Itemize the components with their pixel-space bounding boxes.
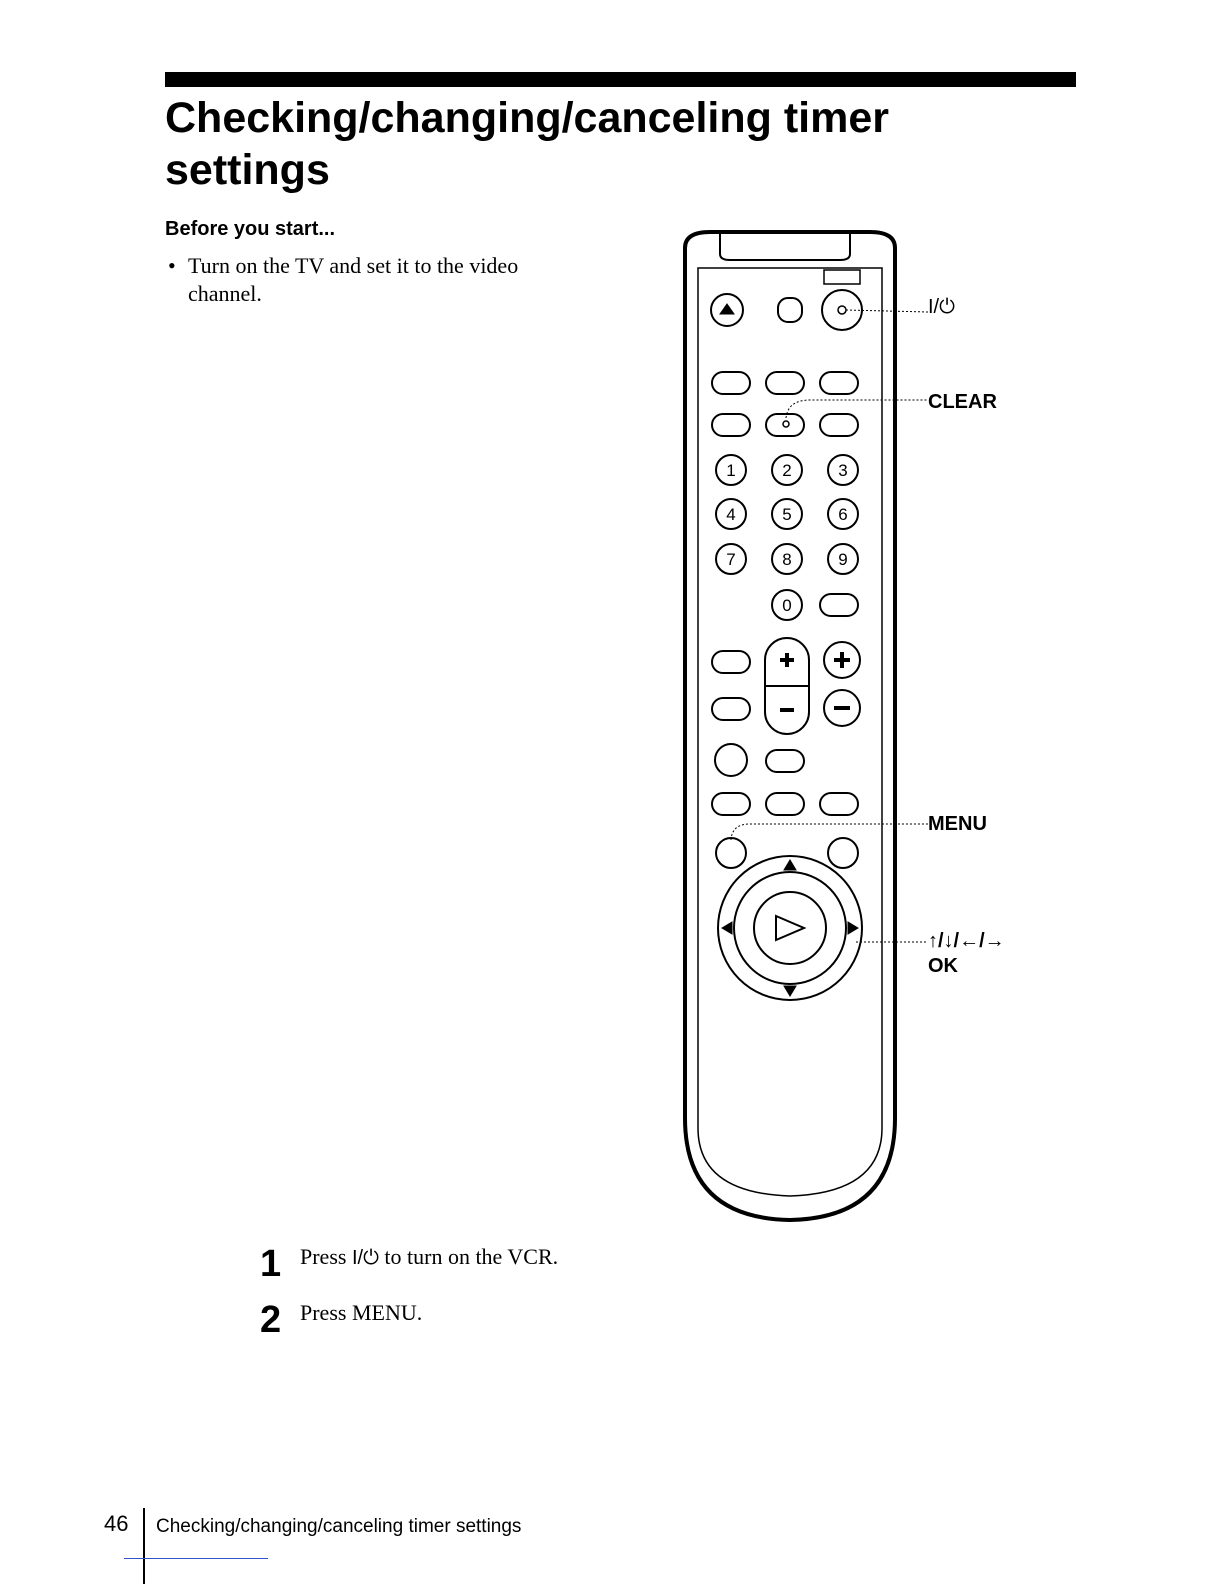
title-rule	[165, 72, 1076, 87]
oval-button	[712, 793, 750, 815]
switch-button	[778, 298, 802, 322]
clear-button	[766, 414, 804, 436]
navigation-dial-outer	[718, 856, 862, 1000]
number-label: 4	[726, 505, 735, 524]
number-label: 2	[782, 461, 791, 480]
oval-button	[766, 372, 804, 394]
footer-divider	[143, 1508, 145, 1584]
remote-inner-outline	[698, 268, 882, 1196]
step-prefix: Press	[300, 1244, 352, 1269]
step-button-name: I/⏻	[352, 1247, 379, 1269]
page-title: Checking/changing/canceling timer settin…	[165, 92, 1045, 196]
callout-ok: OK	[928, 954, 958, 978]
number-label: 8	[782, 550, 791, 569]
number-label: 7	[726, 550, 735, 569]
number-label: 1	[726, 461, 735, 480]
before-you-start-heading: Before you start...	[165, 216, 335, 242]
oval-button	[820, 594, 858, 616]
step-number: 1	[260, 1244, 281, 1284]
oval-button	[712, 414, 750, 436]
step-suffix: to turn on the VCR.	[379, 1244, 558, 1269]
menu-button	[716, 838, 746, 868]
callout-power: I/⏻	[928, 295, 955, 319]
bullet-dot: •	[168, 252, 176, 280]
callout-arrows: ↑/↓/←/→	[928, 929, 1005, 953]
oval-button	[820, 372, 858, 394]
step-text: Press I/⏻ to turn on the VCR.	[300, 1244, 558, 1271]
step-prefix: Press MENU.	[300, 1300, 422, 1325]
callout-menu: MENU	[928, 812, 987, 836]
callout-clear: CLEAR	[928, 390, 997, 414]
number-label: 5	[782, 505, 791, 524]
oval-button	[766, 793, 804, 815]
oval-button	[766, 750, 804, 772]
remote-control-illustration: 1 2 3 4 5 6 7 8 9 0	[670, 228, 930, 1228]
remote-top-notch	[720, 232, 850, 260]
footer-section-title: Checking/changing/canceling timer settin…	[156, 1515, 521, 1539]
remote-body	[685, 232, 895, 1220]
round-button	[715, 744, 747, 776]
number-label: 6	[838, 505, 847, 524]
round-button	[828, 838, 858, 868]
oval-button	[820, 414, 858, 436]
oval-button	[712, 698, 750, 720]
oval-button	[712, 372, 750, 394]
number-label: 9	[838, 550, 847, 569]
oval-button	[820, 793, 858, 815]
oval-button	[712, 651, 750, 673]
navigation-dial-ring	[734, 872, 846, 984]
footer-underline	[124, 1558, 268, 1559]
step-number: 2	[260, 1300, 281, 1340]
step-text: Press MENU.	[300, 1300, 422, 1326]
bullet-text: Turn on the TV and set it to the video c…	[188, 252, 568, 308]
page-number: 46	[104, 1511, 128, 1537]
ok-play-button	[754, 892, 826, 964]
number-label: 3	[838, 461, 847, 480]
number-label: 0	[782, 596, 791, 615]
